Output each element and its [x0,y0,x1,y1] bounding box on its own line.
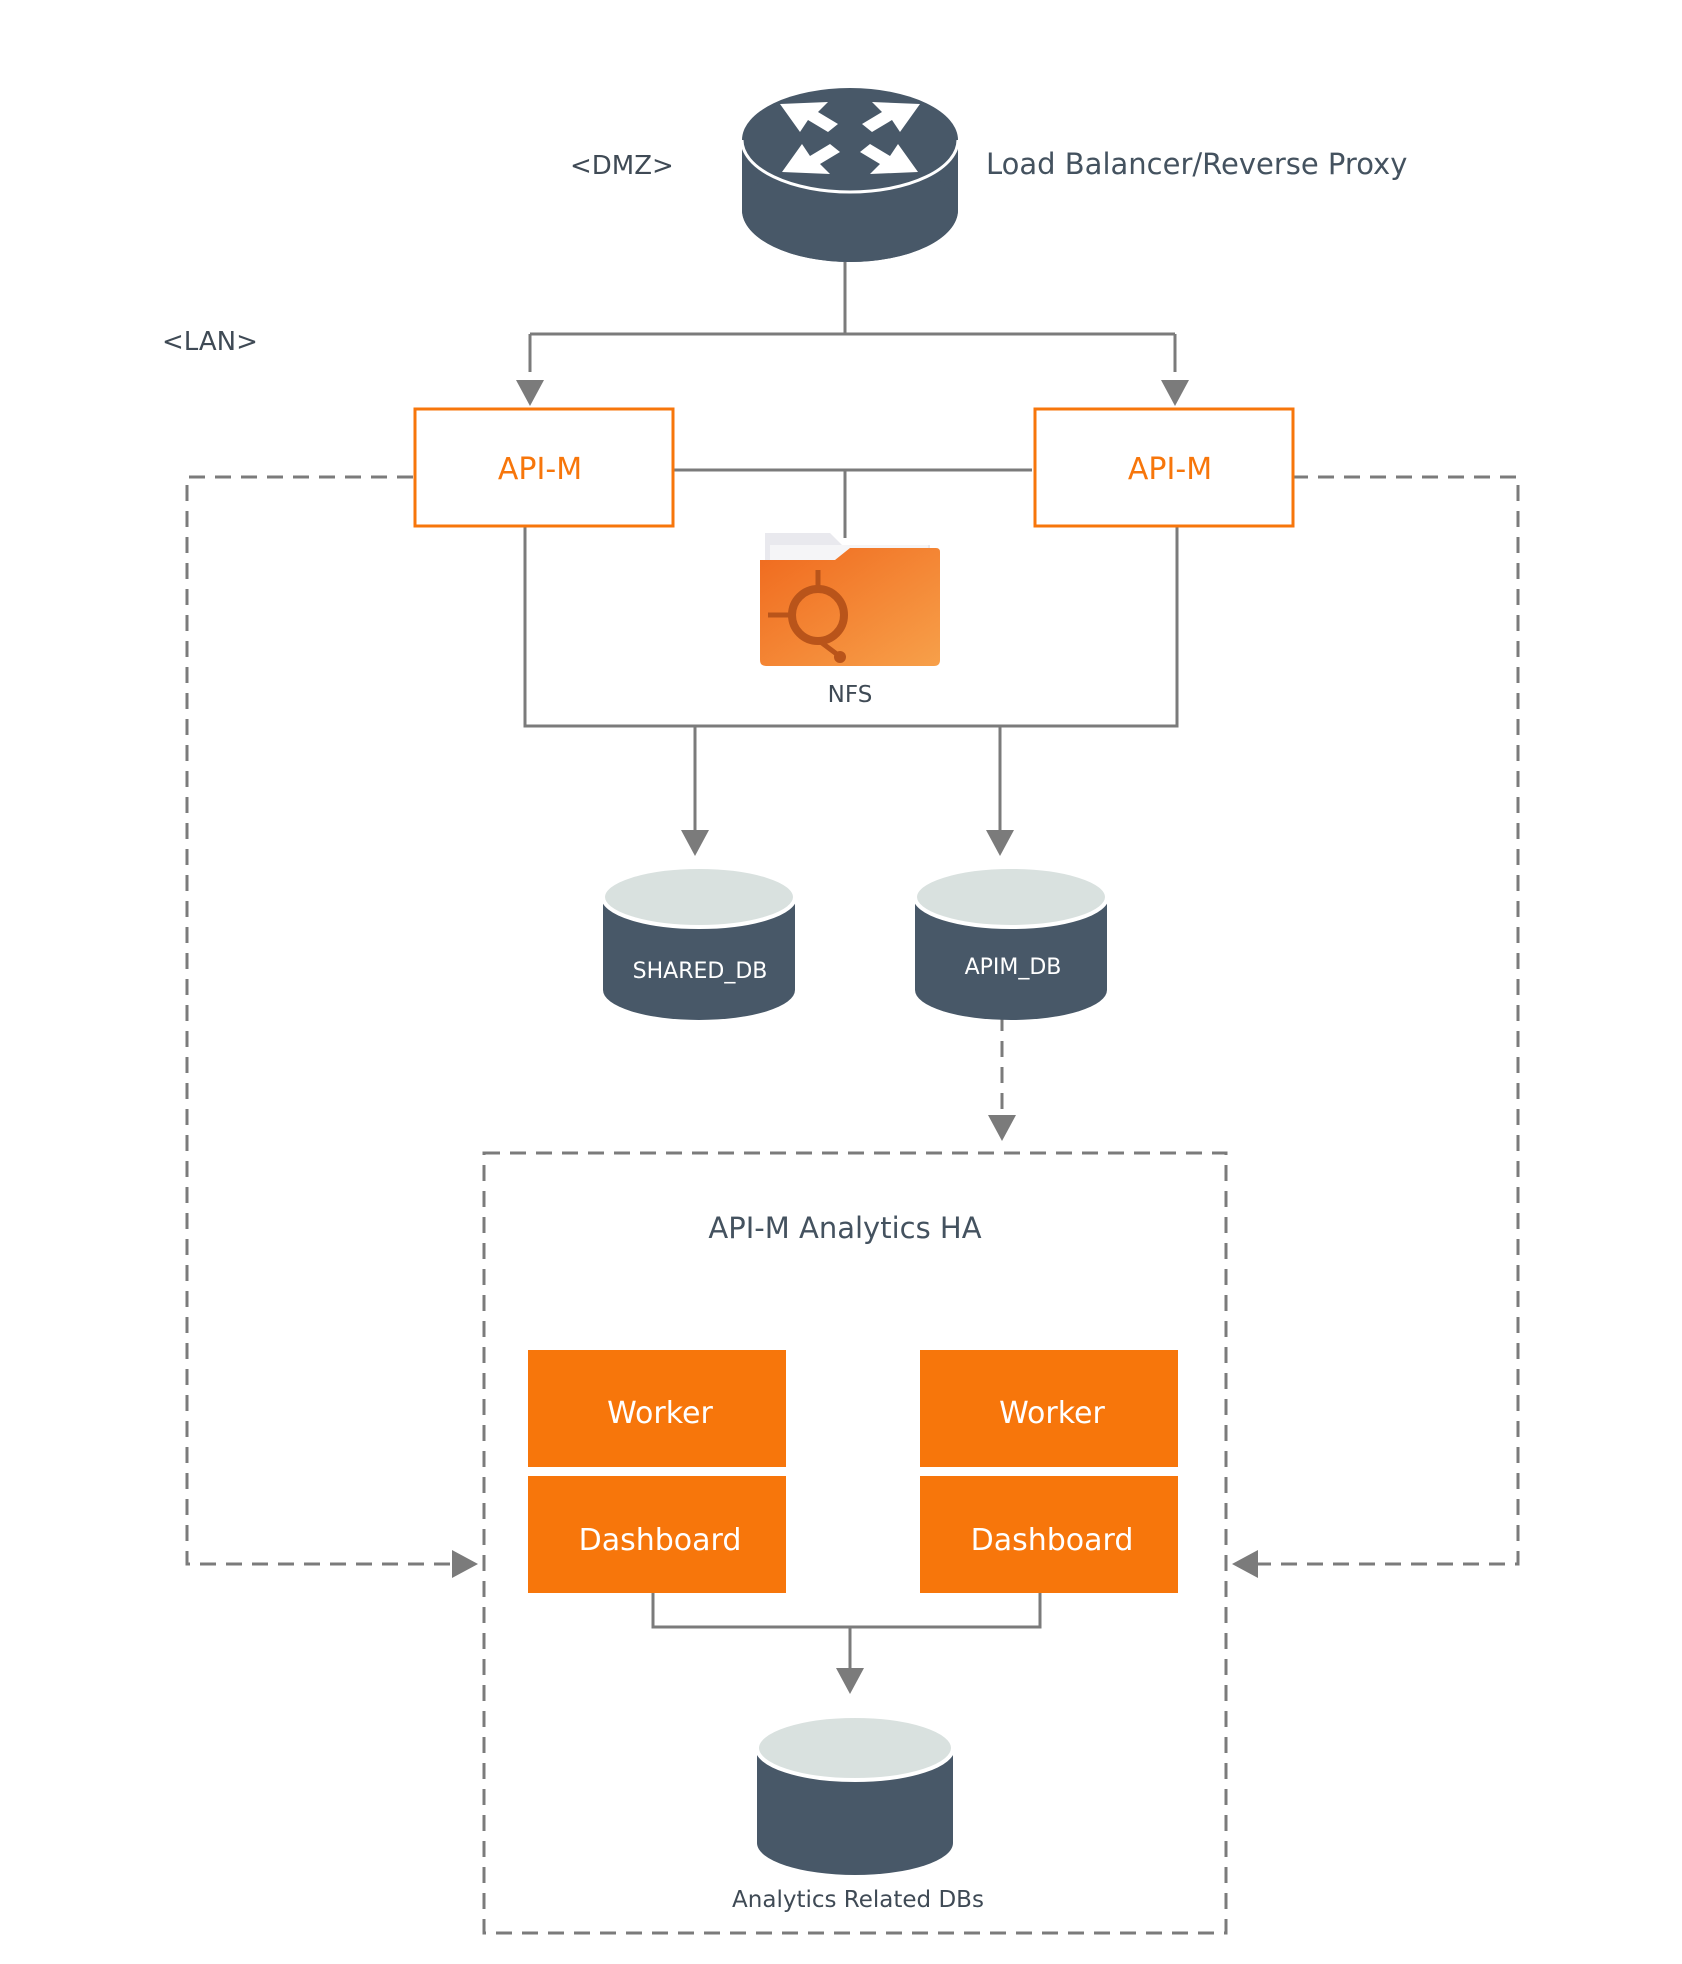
apim-node-left-label: API-M [498,452,582,487]
analytics-node-left: Worker Dashboard [528,1350,786,1593]
arrow-to-analytics-db [836,1668,864,1694]
analytics-db-cylinder-icon [755,1714,955,1875]
analytics-db-label: Analytics Related DBs [732,1887,984,1913]
analytics-ha-container [482,1151,1228,1935]
apim-db-cylinder-icon [913,865,1109,1020]
connector-apim-nfs [672,468,1032,538]
shared-db-cylinder-icon [601,865,797,1020]
apim-db-label: APIM_DB [965,955,1062,980]
lan-zone-label: <LAN> [162,327,258,357]
apim-node-right: API-M [1033,407,1295,528]
nfs-label: NFS [828,682,873,708]
arrow-to-analytics-box [988,1115,1016,1141]
dashed-connectors [185,475,1520,1566]
nfs-folder-icon [760,533,940,666]
arrow-to-left-apim [516,380,544,406]
load-balancer-label: Load Balancer/Reverse Proxy [986,147,1407,181]
dashboard-box-right [920,1476,1178,1593]
arrowheads [452,380,1258,1694]
shared-db-label: SHARED_DB [633,959,768,984]
dashed-right-apim-to-analytics [1258,475,1520,1566]
dashboard-box-left [528,1476,786,1593]
arrow-to-right-apim [1161,380,1189,406]
arrow-to-shared-db [681,830,709,856]
arrow-left-into-analytics [452,1550,478,1578]
worker-label-left: Worker [607,1396,713,1431]
dmz-zone-label: <DMZ> [570,151,674,181]
worker-box-left [528,1350,786,1467]
load-balancer-router-icon [740,88,960,262]
apim-node-left: API-M [413,407,675,528]
analytics-ha-title: API-M Analytics HA [708,1211,981,1245]
dashed-left-apim-to-analytics [185,475,452,1566]
arrow-to-apim-db [986,830,1014,856]
analytics-node-right: Worker Dashboard [920,1350,1178,1593]
connector-apim-to-db-bus [523,525,1179,728]
solid-connectors [523,262,1179,1668]
dashboard-label-right: Dashboard [971,1523,1134,1558]
arrow-right-into-analytics [1232,1550,1258,1578]
connector-dashboards-to-analytics-db [651,1583,1042,1668]
connector-lb-to-apim [528,262,1177,372]
apim-node-right-label: API-M [1128,452,1212,487]
worker-box-right [920,1350,1178,1467]
dashboard-label-left: Dashboard [579,1523,742,1558]
worker-label-right: Worker [999,1396,1105,1431]
